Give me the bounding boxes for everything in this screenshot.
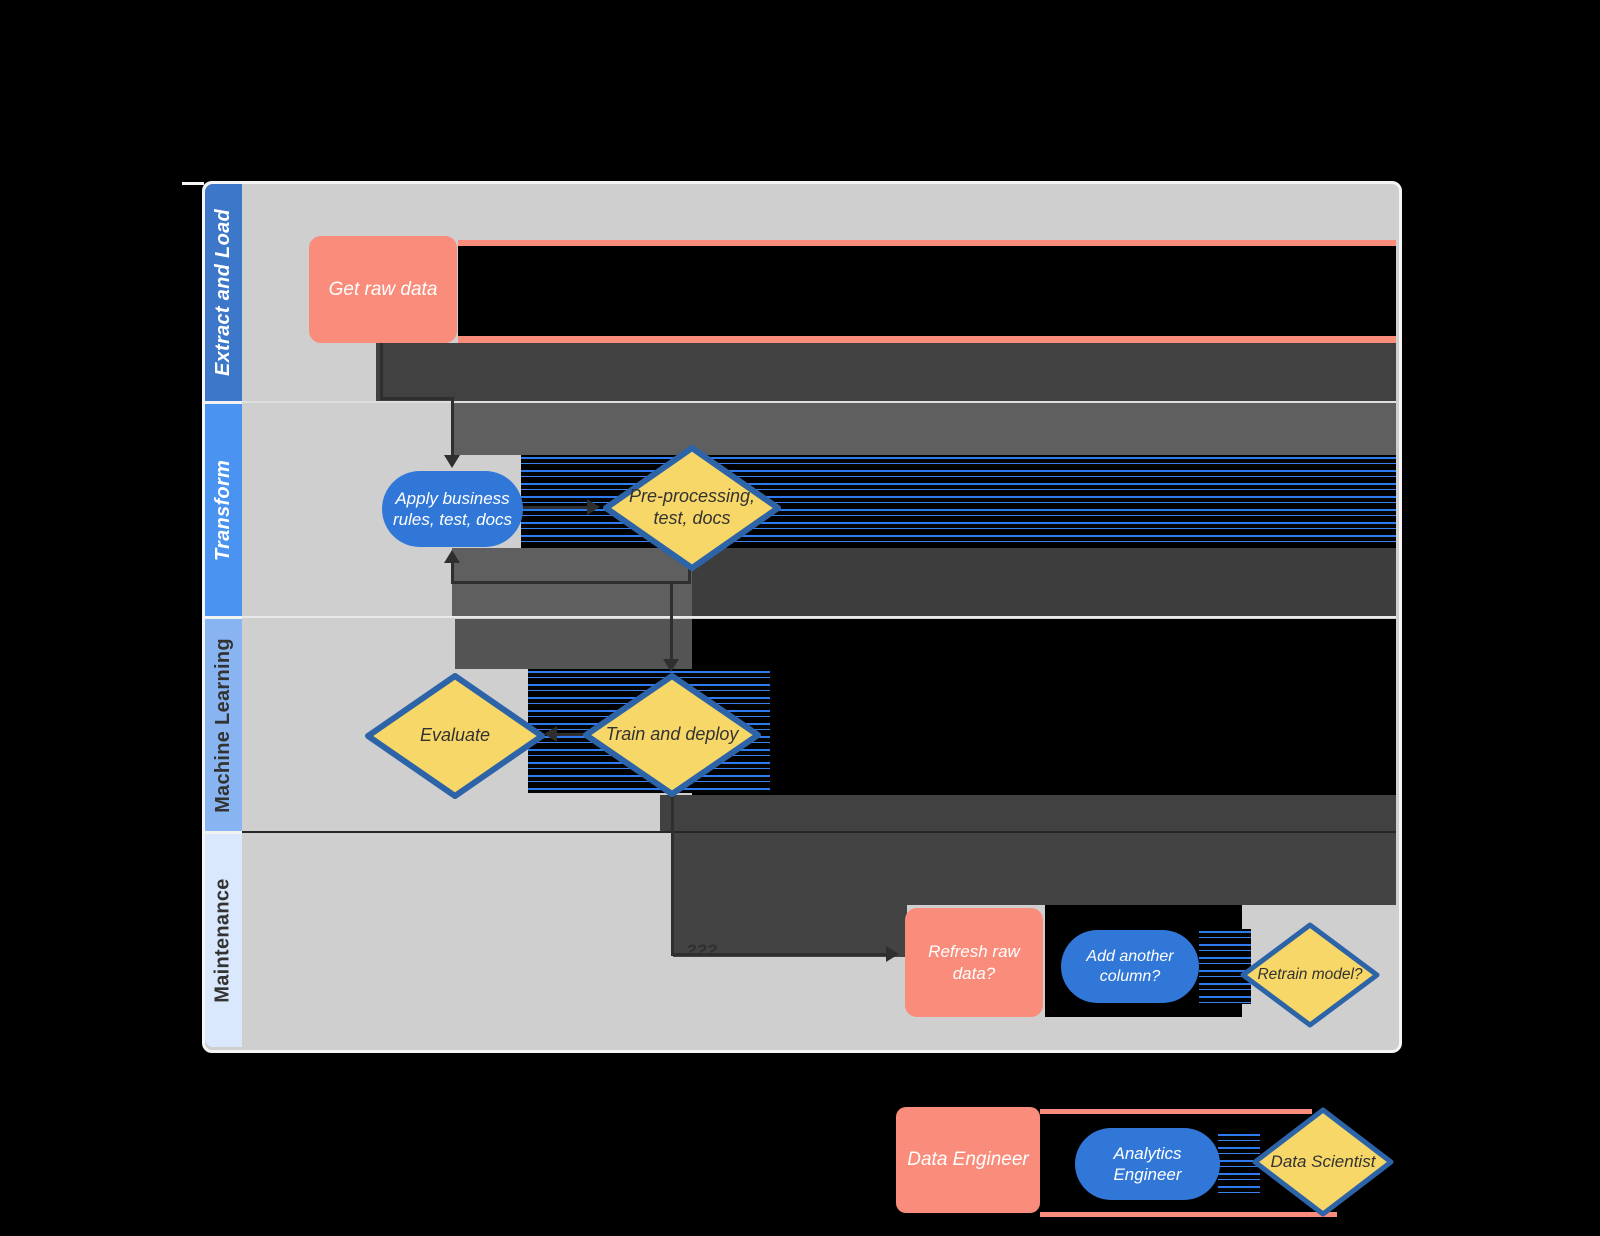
artifact-block: [376, 343, 1396, 401]
artifact-block: [660, 795, 1396, 831]
diamond-shape-icon: [583, 673, 761, 797]
arrowhead-down-icon: [444, 455, 460, 468]
lane-separator: [205, 616, 242, 619]
node-label: Evaluate: [419, 725, 491, 746]
node-label: Pre-processing, test, docs: [628, 486, 756, 528]
arrowhead-right-icon: [587, 499, 600, 515]
edge-getrawdata-to-applyrules: [451, 397, 454, 457]
arrowhead-up-icon: [444, 550, 460, 563]
node-label: Get raw data: [328, 278, 438, 300]
edge-preprocessing-to-applyrules: [451, 581, 691, 584]
edge-preprocessing-to-applyrules: [688, 568, 691, 584]
node-label: Refresh raw data?: [928, 942, 1020, 983]
diamond-shape-icon: [603, 445, 781, 571]
node-retrain-model: Retrain model?: [1238, 920, 1382, 1030]
lane-label: Machine Learning: [212, 637, 234, 813]
edge-train-to-refresh: [671, 953, 890, 956]
artifact-line: [1040, 1109, 1312, 1114]
node-add-another-column: Add another column?: [1061, 930, 1199, 1003]
legend-data-engineer: Data Engineer: [896, 1107, 1040, 1213]
legend-label: Analytics Engineer: [1113, 1143, 1182, 1184]
artifact-line: [458, 240, 1396, 246]
artifact-streaks: [1218, 1132, 1260, 1198]
artifact-line: [458, 336, 1396, 343]
node-label: Retrain model?: [1257, 965, 1363, 983]
lane-header-transform: Transform: [205, 404, 242, 616]
artifact-block: [458, 246, 1396, 336]
lane-separator: [205, 401, 242, 404]
edge-train-to-refresh: [671, 795, 674, 956]
artifact-block: [692, 548, 1396, 616]
node-label: Train and deploy: [605, 724, 739, 745]
arrowhead-down-icon: [663, 659, 679, 672]
arrowhead-right-icon: [886, 946, 899, 962]
artifact-block: [452, 403, 1396, 455]
node-pre-processing: Pre-processing, test, docs: [600, 442, 784, 574]
legend-analytics-engineer: Analytics Engineer: [1075, 1128, 1220, 1200]
edge-preprocessing-to-train: [670, 581, 673, 661]
node-get-raw-data: Get raw data: [309, 236, 457, 343]
edge-applyrules-to-preprocessing: [523, 506, 589, 509]
lane-boundary: [242, 401, 1396, 403]
artifact-block: [673, 905, 907, 957]
diamond-shape-icon: [365, 673, 545, 799]
node-apply-business-rules: Apply business rules, test, docs: [382, 471, 523, 547]
artifact-streaks: [1199, 929, 1251, 1004]
legend-label: Data Scientist: [1270, 1151, 1376, 1171]
edge-label: ???: [686, 941, 718, 960]
lane-boundary: [242, 831, 1396, 833]
diamond-shape-icon: [1240, 922, 1380, 1028]
diamond-shape-icon: [1252, 1107, 1394, 1217]
lane-header-extract-and-load: Extract and Load: [205, 184, 242, 401]
edge-getrawdata-to-applyrules: [380, 397, 453, 400]
edge-train-to-evaluate: [556, 733, 586, 736]
node-evaluate: Evaluate: [363, 671, 547, 801]
artifact-block: [455, 619, 692, 669]
lane-boundary: [242, 616, 1396, 618]
panel-border-artifact: [182, 182, 204, 185]
node-label: Apply business rules, test, docs: [392, 488, 513, 529]
artifact-block: [692, 619, 1396, 795]
lane-header-machine-learning: Machine Learning: [205, 619, 242, 831]
lane-label: Extract and Load: [212, 208, 234, 377]
arrowhead-left-icon: [544, 726, 557, 742]
edge-getrawdata-to-applyrules: [380, 343, 383, 399]
lane-header-maintenance: Maintenance: [205, 834, 242, 1047]
node-refresh-raw-data: Refresh raw data?: [905, 908, 1043, 1017]
edge-preprocessing-to-applyrules: [451, 563, 454, 583]
legend-data-scientist: Data Scientist: [1249, 1104, 1397, 1220]
lane-label: Maintenance: [212, 878, 235, 1003]
artifact-line: [1040, 1212, 1337, 1217]
lane-label: Transform: [212, 459, 234, 561]
artifact-block: [673, 833, 1396, 905]
lane-separator: [205, 831, 242, 834]
node-label: Add another column?: [1086, 947, 1174, 985]
node-train-and-deploy: Train and deploy: [581, 671, 763, 799]
legend-label: Data Engineer: [907, 1149, 1029, 1171]
